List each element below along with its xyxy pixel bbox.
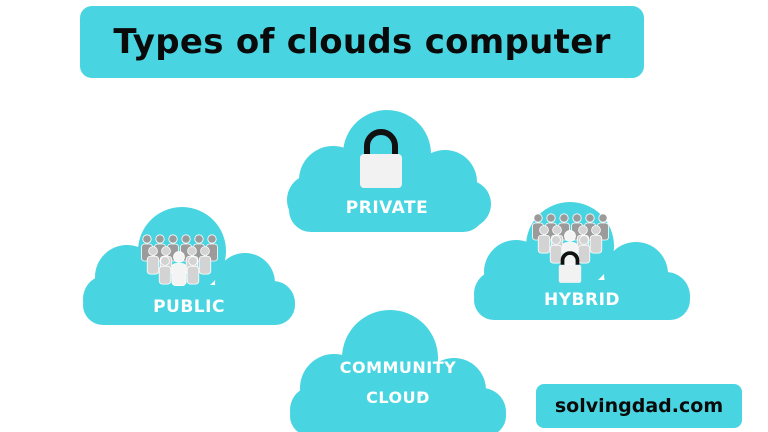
private-label: Private [345,198,429,218]
padlock-icon [357,129,405,190]
community-label-line1: community [339,358,457,377]
title-banner: Types of clouds computer [80,6,644,78]
brand-text: solvingdad.com [554,395,724,417]
community-cloud: community cloud [286,308,510,432]
brand-badge: solvingdad.com [536,384,742,428]
community-label-line2: cloud [366,388,430,407]
people-group-icon [141,231,218,297]
public-cloud: Public [77,205,301,325]
page-title: Types of clouds computer [113,22,611,62]
padlock-icon [556,251,584,284]
hybrid-label: hybrid [543,290,621,310]
hybrid-cloud: hybrid [470,196,694,320]
cloud-shape [290,310,506,432]
private-cloud: Private [275,108,499,232]
public-label: Public [153,297,225,317]
